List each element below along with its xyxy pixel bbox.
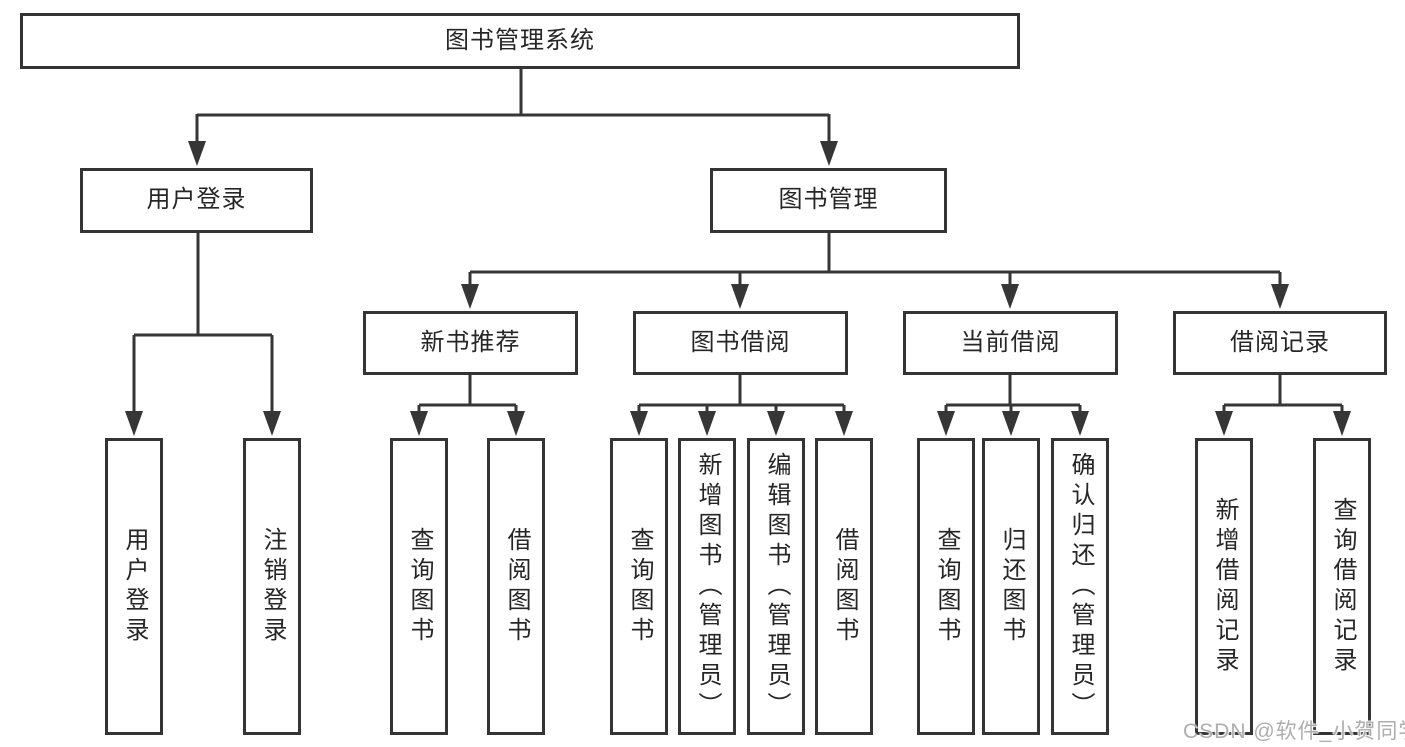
node-new-book-recommendation: 新书推荐 <box>363 311 578 375</box>
node-library-management-system: 图书管理系统 <box>20 13 1020 69</box>
leaf-query-borrow-record: 查询借阅记录 <box>1313 438 1371 735</box>
leaf-edit-books-admin: 编辑图书（管理员） <box>747 438 805 735</box>
leaf-user-login: 用户登录 <box>105 438 163 735</box>
watermark-text: CSDN @软件_小贺同学 <box>1183 720 1405 743</box>
leaf-confirm-return-admin: 确认归还（管理员） <box>1051 438 1109 735</box>
node-book-management: 图书管理 <box>710 168 947 233</box>
leaf-borrow-books-borrowing: 借阅图书 <box>815 438 873 735</box>
leaf-add-books-admin: 新增图书（管理员） <box>678 438 736 735</box>
leaf-borrow-books-recommend: 借阅图书 <box>487 438 545 735</box>
leaf-logout: 注销登录 <box>243 438 301 735</box>
leaf-add-borrow-record: 新增借阅记录 <box>1195 438 1253 735</box>
leaf-query-books-current: 查询图书 <box>917 438 975 735</box>
leaf-return-books: 归还图书 <box>982 438 1040 735</box>
leaf-query-books-borrowing: 查询图书 <box>610 438 668 735</box>
node-user-login: 用户登录 <box>80 168 313 233</box>
node-book-borrowing: 图书借阅 <box>633 311 848 375</box>
node-current-borrowing: 当前借阅 <box>903 311 1118 375</box>
leaf-query-books-recommend: 查询图书 <box>390 438 448 735</box>
node-borrowing-records: 借阅记录 <box>1173 311 1387 375</box>
